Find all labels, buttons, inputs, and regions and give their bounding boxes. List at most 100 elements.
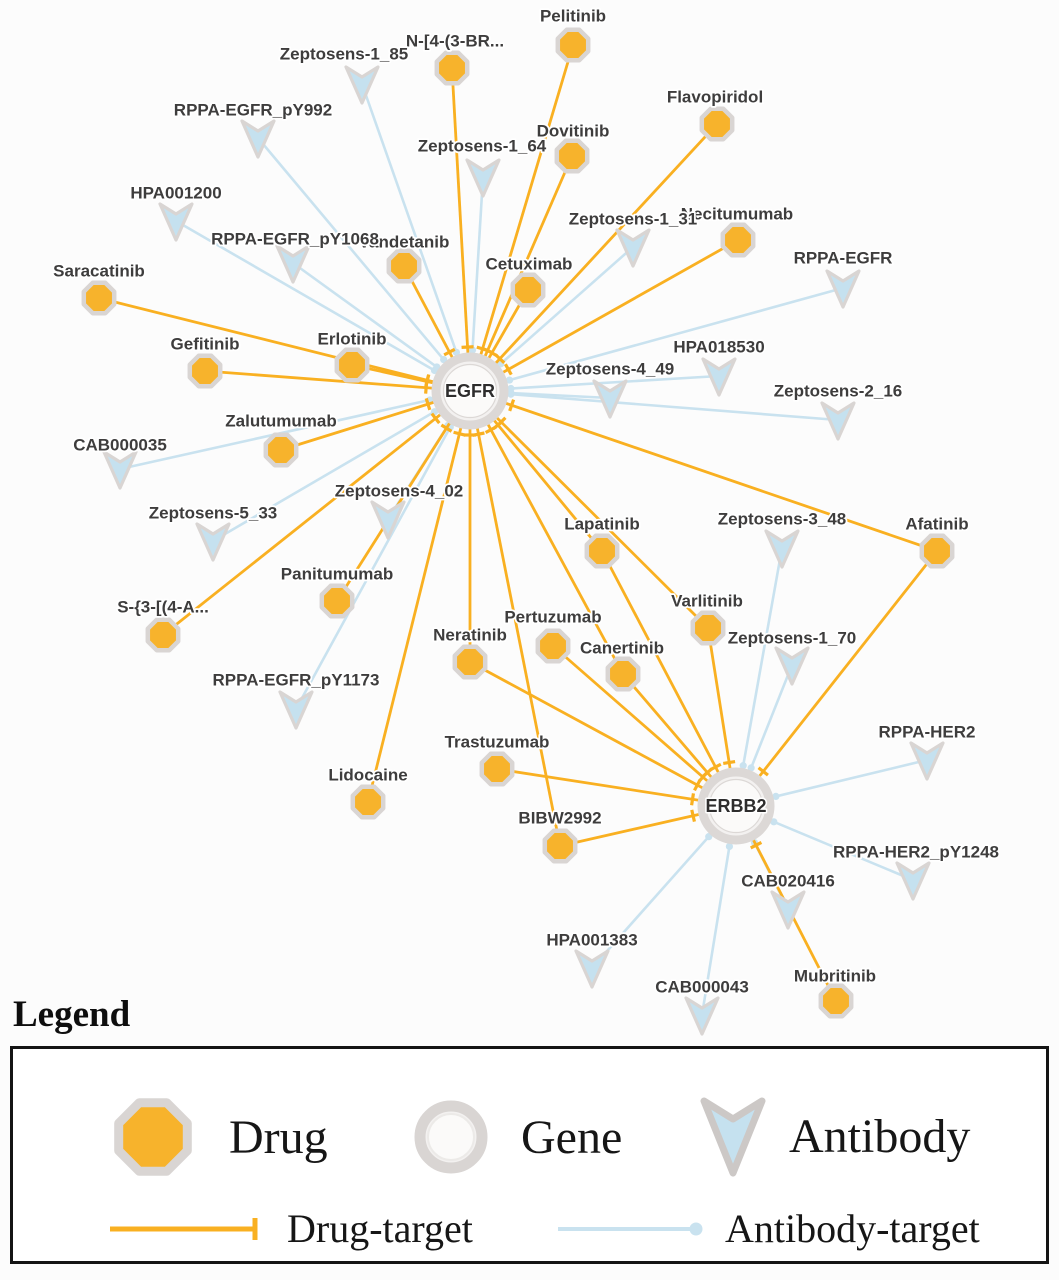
edge-tee-marker xyxy=(424,397,432,411)
edge-antibody-target xyxy=(469,389,839,422)
legend-item-drug: Drug xyxy=(111,1095,328,1179)
drug-node-afatinib[interactable] xyxy=(919,533,955,569)
antibody-label-zeptosens-4-02: Zeptosens-4_02 xyxy=(335,482,464,501)
edge-drug-target xyxy=(468,390,562,847)
antibody-node-rppa-her2[interactable] xyxy=(909,741,945,781)
antibody-node-hpa018530[interactable] xyxy=(701,357,737,397)
drug-node-mubritinib[interactable] xyxy=(818,983,854,1019)
antibody-node-rppa-her2-py1248[interactable] xyxy=(895,861,931,901)
drug-label-pertuzumab: Pertuzumab xyxy=(504,608,601,627)
antibody-node-zeptosens-4-02[interactable] xyxy=(370,500,406,540)
drug-node-lapatinib[interactable] xyxy=(584,533,620,569)
antibody-node-hpa001200[interactable] xyxy=(158,202,194,242)
legend-item-drug-target: Drug-target xyxy=(105,1205,473,1252)
drug-label-varlitinib: Varlitinib xyxy=(671,592,743,611)
drug-octagon xyxy=(919,533,955,569)
edges-layer xyxy=(98,44,939,1016)
drug-node-pertuzumab[interactable] xyxy=(535,628,571,664)
gene-inner-ring xyxy=(708,778,764,834)
antibody-node-rppa-egfr-py1068[interactable] xyxy=(275,244,311,284)
gene-label-egfr: EGFR xyxy=(445,381,495,401)
drug-node-pelitinib[interactable] xyxy=(555,27,591,63)
drug-octagon xyxy=(818,983,854,1019)
drug-node-saracatinib[interactable] xyxy=(81,280,117,316)
gene-node-egfr[interactable] xyxy=(431,352,509,430)
drug-label-lapatinib: Lapatinib xyxy=(564,515,640,534)
antibody-node-cab000043[interactable] xyxy=(684,996,720,1036)
drug-octagon xyxy=(319,583,355,619)
drug-octagon xyxy=(699,106,735,142)
edge-dot-marker xyxy=(747,764,755,772)
edge-drug-target xyxy=(496,767,737,808)
antibody-target-edge-icon xyxy=(558,1222,703,1235)
drug-node-panitumumab[interactable] xyxy=(319,583,355,619)
antibody-node-zeptosens-5-33[interactable] xyxy=(195,522,231,562)
antibody-node-rppa-egfr[interactable] xyxy=(825,269,861,309)
edge-dot-marker xyxy=(772,792,780,801)
edge-drug-target xyxy=(162,389,471,637)
network-canvas[interactable]: EGFRERBB2PelitinibN-[4-(3-BR...Dovitinib… xyxy=(0,0,1059,1040)
edge-tee-marker xyxy=(443,347,456,357)
drug-octagon xyxy=(263,432,299,468)
antibody-node-hpa001383[interactable] xyxy=(574,949,610,989)
drug-label-flavopiridol: Flavopiridol xyxy=(667,88,763,107)
drug-label-trastuzumab: Trastuzumab xyxy=(445,733,550,752)
drug-node-vandetanib[interactable] xyxy=(386,248,422,284)
drug-octagon xyxy=(81,280,117,316)
drug-node-erlotinib[interactable] xyxy=(334,347,370,383)
drug-label-zalutumumab: Zalutumumab xyxy=(225,412,336,431)
drug-node-n-4-3-br[interactable] xyxy=(434,50,470,86)
antibody-node-zeptosens-3-48[interactable] xyxy=(764,529,800,569)
antibody-node-zeptosens-1-31[interactable] xyxy=(615,228,651,268)
antibody-node-icon xyxy=(700,1097,766,1177)
drug-node-flavopiridol[interactable] xyxy=(699,106,735,142)
antibody-node-cab000035[interactable] xyxy=(102,450,138,490)
drug-node-necitumumab[interactable] xyxy=(720,222,756,258)
edge-drug-target xyxy=(552,644,737,808)
edge-tee-marker xyxy=(690,793,696,806)
drug-node-cetuximab[interactable] xyxy=(510,272,546,308)
gene-node-erbb2[interactable] xyxy=(697,767,775,845)
antibody-node-zeptosens-4-49[interactable] xyxy=(592,379,628,419)
antibody-chevron xyxy=(195,522,231,562)
antibody-node-rppa-egfr-py992[interactable] xyxy=(240,119,276,159)
drug-node-varlitinib[interactable] xyxy=(690,610,726,646)
drug-node-lidocaine[interactable] xyxy=(350,784,386,820)
drug-node-trastuzumab[interactable] xyxy=(479,751,515,787)
legend-label-gene: Gene xyxy=(521,1110,623,1164)
edge-tee-marker xyxy=(503,363,513,376)
edge-drug-target xyxy=(734,550,939,807)
antibody-node-cab020416[interactable] xyxy=(770,890,806,930)
drug-node-bibw2992[interactable] xyxy=(542,828,578,864)
drug-octagon xyxy=(720,222,756,258)
antibody-node-zeptosens-1-85[interactable] xyxy=(344,65,380,105)
drug-node-zalutumumab[interactable] xyxy=(263,432,299,468)
edge-drug-target xyxy=(98,296,471,393)
antibody-label-zeptosens-2-16: Zeptosens-2_16 xyxy=(774,382,903,401)
drug-node-gefitinib[interactable] xyxy=(187,353,223,389)
drug-node-s-3-4-a[interactable] xyxy=(145,617,181,653)
drug-label-dovitinib: Dovitinib xyxy=(537,122,610,141)
drug-node-canertinib[interactable] xyxy=(605,656,641,692)
drug-octagon xyxy=(690,610,726,646)
drug-node-icon xyxy=(114,1098,192,1176)
drug-node-dovitinib[interactable] xyxy=(554,138,590,174)
gene-node-icon xyxy=(414,1100,488,1174)
antibody-node-zeptosens-2-16[interactable] xyxy=(820,401,856,441)
antibody-chevron xyxy=(592,379,628,419)
drug-label-bibw2992: BIBW2992 xyxy=(518,809,601,828)
edge-drug-target xyxy=(600,550,738,807)
antibody-label-rppa-her2-py1248: RPPA-HER2_pY1248 xyxy=(833,843,999,862)
drug-label-vandetanib: Vandetanib xyxy=(359,233,450,252)
drug-node-neratinib[interactable] xyxy=(452,644,488,680)
antibody-node-rppa-egfr-py1173[interactable] xyxy=(278,690,314,730)
labels-layer: EGFRERBB2PelitinibN-[4-(3-BR...Dovitinib… xyxy=(51,5,1000,999)
edge-drug-target xyxy=(469,238,739,393)
edge-antibody-target xyxy=(119,389,471,471)
antibody-label-zeptosens-1-64: Zeptosens-1_64 xyxy=(418,137,547,156)
antibody-node-zeptosens-1-64[interactable] xyxy=(465,158,501,198)
edge-drug-target xyxy=(450,67,472,392)
antibody-node-zeptosens-1-70[interactable] xyxy=(774,646,810,686)
antibody-chevron xyxy=(770,890,806,930)
